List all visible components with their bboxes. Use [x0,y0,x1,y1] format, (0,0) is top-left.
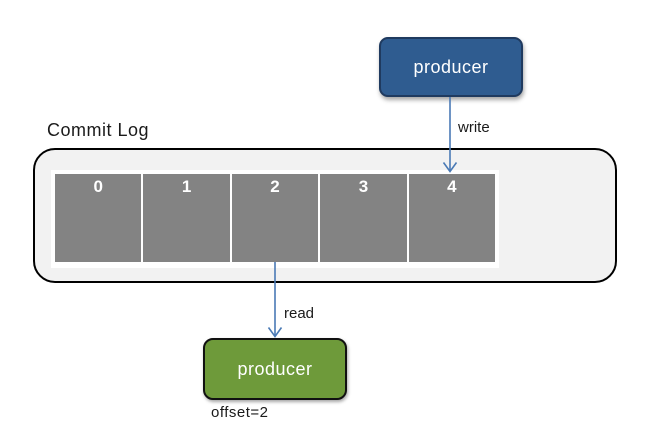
consumer-box: producer [203,338,347,400]
offset-label: offset=2 [211,404,269,421]
producer-box: producer [379,37,523,97]
log-cell-1: 1 [143,174,230,262]
read-edge-label: read [284,305,315,322]
log-cell-0: 0 [55,174,142,262]
log-cell-3: 3 [320,174,407,262]
producer-label: producer [413,56,489,77]
log-cell-2: 2 [231,174,319,262]
write-edge-label: write [458,119,490,136]
consumer-label: producer [237,358,313,379]
log-cell-4: 4 [408,174,496,262]
commit-log-title: Commit Log [47,120,150,140]
